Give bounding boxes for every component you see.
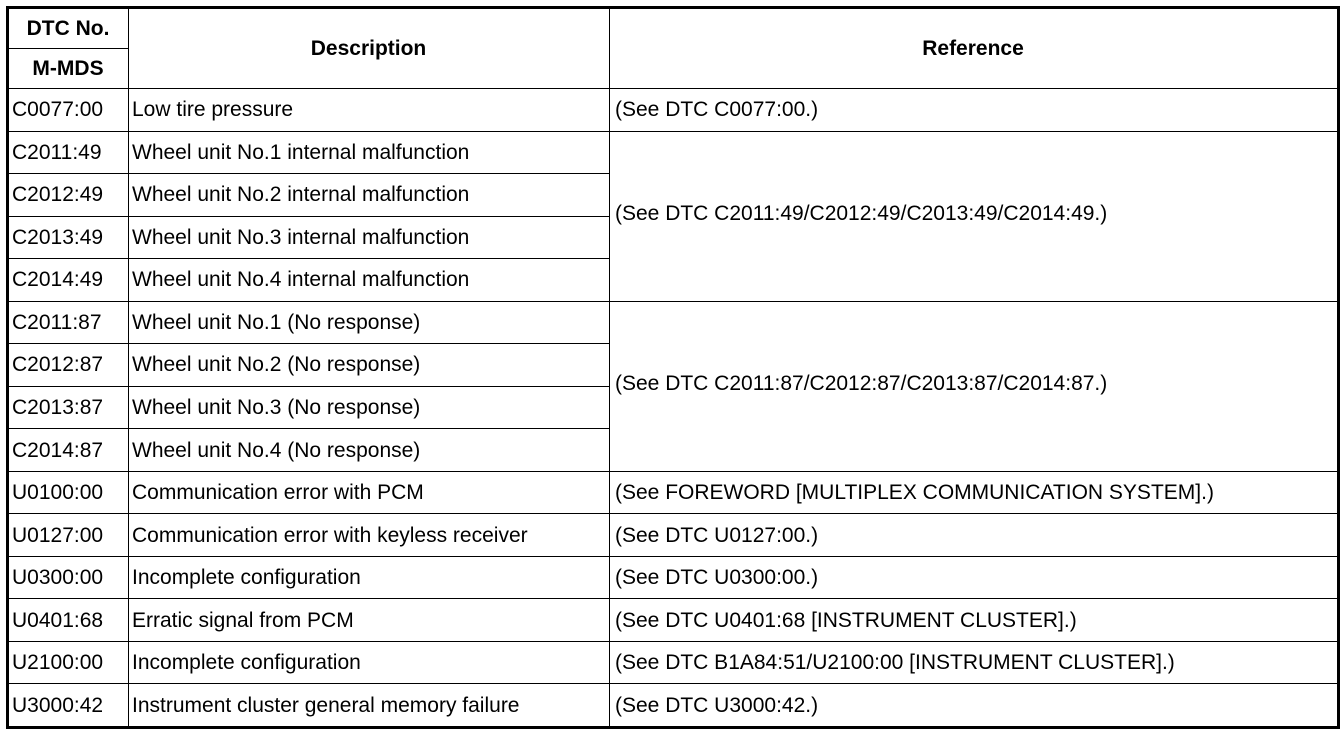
dtc-code-cell: C2011:49 <box>7 130 129 175</box>
dtc-code-cell: U0100:00 <box>7 470 129 515</box>
table-row: C2011:49 Wheel unit No.1 internal malfun… <box>7 127 1339 299</box>
table-row: U2100:00 Incomplete configuration (See D… <box>7 640 1339 685</box>
description-cell: Instrument cluster general memory failur… <box>128 683 610 728</box>
reference-cell: (See DTC C0077:00.) <box>609 88 1339 132</box>
reference-cell: (See DTC U0300:00.) <box>609 555 1339 600</box>
header-m-mds: M-MDS <box>7 48 129 89</box>
reference-cell: (See DTC B1A84:51/U2100:00 [INSTRUMENT C… <box>609 640 1339 685</box>
dtc-code-cell: U2100:00 <box>7 640 129 685</box>
description-cell: Wheel unit No.1 (No response) <box>128 300 610 345</box>
table-row: U0100:00 Communication error with PCM (S… <box>7 470 1339 515</box>
dtc-code-cell: C2014:87 <box>7 428 129 472</box>
header-row: DTC No. Description Reference <box>7 7 1339 89</box>
description-cell: Low tire pressure <box>128 88 610 132</box>
table-row: C2012:87 Wheel unit No.2 (No response) <box>7 343 1339 387</box>
dtc-code-cell: C2014:49 <box>7 258 129 302</box>
dtc-code-cell: C2011:87 <box>7 300 129 345</box>
table-row: U3000:42 Instrument cluster general memo… <box>7 683 1339 728</box>
header-reference: Reference <box>609 7 1339 89</box>
reference-cell: (See DTC U0127:00.) <box>609 513 1339 557</box>
reference-cell: (See DTC U3000:42.) <box>609 683 1339 728</box>
description-cell: Communication error with keyless receive… <box>128 513 610 557</box>
dtc-code-cell: C2013:87 <box>7 385 129 430</box>
table-row: U0401:68 Erratic signal from PCM (See DT… <box>7 598 1339 642</box>
description-cell: Wheel unit No.1 internal malfunction <box>128 130 610 175</box>
description-cell: Wheel unit No.4 (No response) <box>128 428 610 472</box>
reference-cell: (See DTC C2011:87/C2012:87/C2013:87/C201… <box>609 297 1339 469</box>
header-description: Description <box>128 7 610 89</box>
table-row: C2011:87 Wheel unit No.1 (No response) (… <box>7 297 1339 469</box>
table-row: C2014:49 Wheel unit No.4 internal malfun… <box>7 258 1339 302</box>
description-cell: Incomplete configuration <box>128 555 610 600</box>
dtc-code-cell: U3000:42 <box>7 683 129 728</box>
dtc-code-cell: C0077:00 <box>7 88 129 132</box>
table-row: C2014:87 Wheel unit No.4 (No response) <box>7 428 1339 472</box>
table-row: U0300:00 Incomplete configuration (See D… <box>7 555 1339 600</box>
description-cell: Incomplete configuration <box>128 640 610 685</box>
reference-cell: (See FOREWORD [MULTIPLEX COMMUNICATION S… <box>609 470 1339 515</box>
description-cell: Wheel unit No.2 internal malfunction <box>128 173 610 217</box>
table-row: C0077:00 Low tire pressure (See DTC C007… <box>7 88 1339 132</box>
dtc-code-cell: U0300:00 <box>7 555 129 600</box>
dtc-code-cell: U0127:00 <box>7 513 129 557</box>
dtc-code-cell: C2012:87 <box>7 343 129 387</box>
description-cell: Wheel unit No.3 (No response) <box>128 385 610 430</box>
description-cell: Erratic signal from PCM <box>128 598 610 642</box>
dtc-table: DTC No. Description Reference M-MDS C007… <box>6 6 1340 729</box>
table-row: C2013:87 Wheel unit No.3 (No response) <box>7 385 1339 430</box>
table-row: C2013:49 Wheel unit No.3 internal malfun… <box>7 215 1339 260</box>
header-row: M-MDS <box>7 48 1339 89</box>
description-cell: Wheel unit No.2 (No response) <box>128 343 610 387</box>
reference-cell: (See DTC C2011:49/C2012:49/C2013:49/C201… <box>609 127 1339 299</box>
dtc-code-cell: C2013:49 <box>7 215 129 260</box>
dtc-code-cell: C2012:49 <box>7 173 129 217</box>
dtc-code-cell: U0401:68 <box>7 598 129 642</box>
reference-cell: (See DTC U0401:68 [INSTRUMENT CLUSTER].) <box>609 598 1339 642</box>
table-row: U0127:00 Communication error with keyles… <box>7 513 1339 557</box>
header-dtc-no: DTC No. <box>7 7 129 49</box>
description-cell: Wheel unit No.4 internal malfunction <box>128 258 610 302</box>
description-cell: Wheel unit No.3 internal malfunction <box>128 215 610 260</box>
description-cell: Communication error with PCM <box>128 470 610 515</box>
